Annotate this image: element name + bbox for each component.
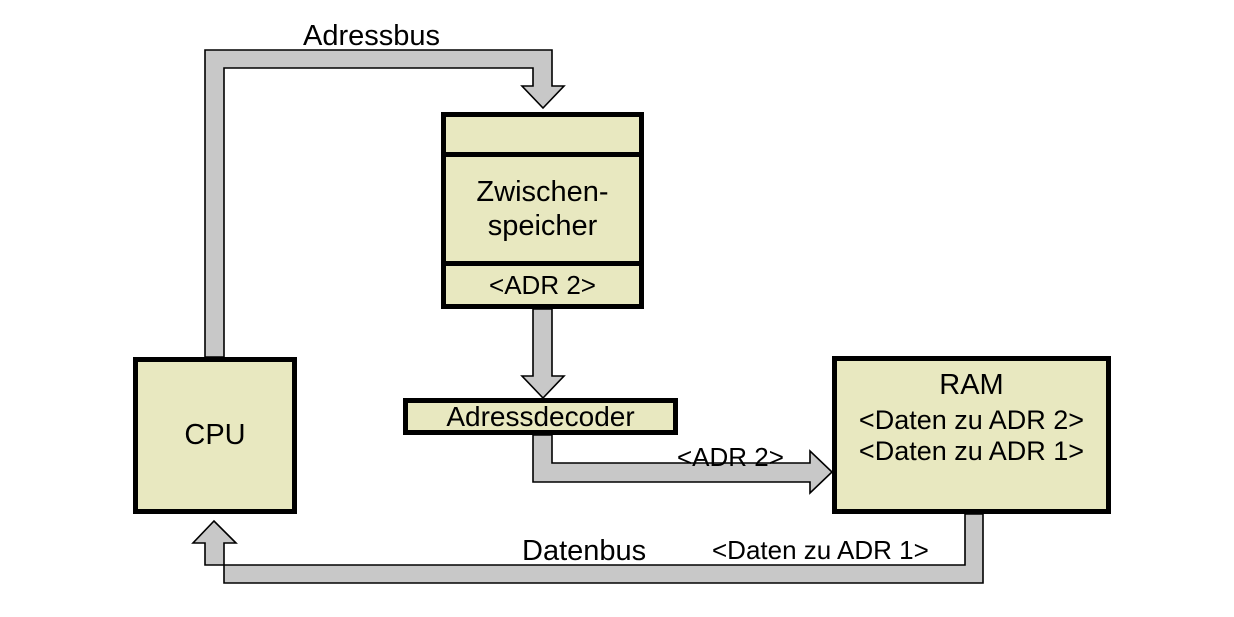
cpu-label: CPU: [184, 418, 246, 451]
ram-row-adr1: <Daten zu ADR 1>: [858, 435, 1085, 466]
ram-title: RAM: [939, 369, 1004, 401]
zwischenspeicher-cell-empty[interactable]: [446, 117, 639, 157]
decoder-to-ram-arrow: [532, 434, 834, 495]
datenbus-arrow: [191, 513, 984, 584]
adressdecoder-block[interactable]: Adressdecoder: [403, 398, 678, 435]
zwischenspeicher-cell-adr2[interactable]: <ADR 2>: [446, 266, 639, 304]
adressbus-arrow: [204, 49, 566, 358]
ram-block[interactable]: RAM <Daten zu ADR 2> <Daten zu ADR 1>: [832, 356, 1111, 514]
ram-row-adr2: <Daten zu ADR 2>: [858, 405, 1085, 436]
datenbus-label: Datenbus: [522, 535, 647, 567]
adressbus-label: Adressbus: [303, 20, 441, 52]
decoder-to-ram-label: <ADR 2>: [677, 442, 784, 472]
zwischenspeicher-to-decoder-arrow: [520, 308, 566, 400]
zwischenspeicher-label: Zwischen- speicher: [446, 157, 639, 266]
cpu-block[interactable]: CPU: [133, 357, 297, 514]
zwischenspeicher-block[interactable]: Zwischen- speicher <ADR 2>: [441, 112, 644, 309]
datenbus-payload-label: <Daten zu ADR 1>: [712, 535, 929, 565]
adressdecoder-label: Adressdecoder: [446, 400, 635, 432]
